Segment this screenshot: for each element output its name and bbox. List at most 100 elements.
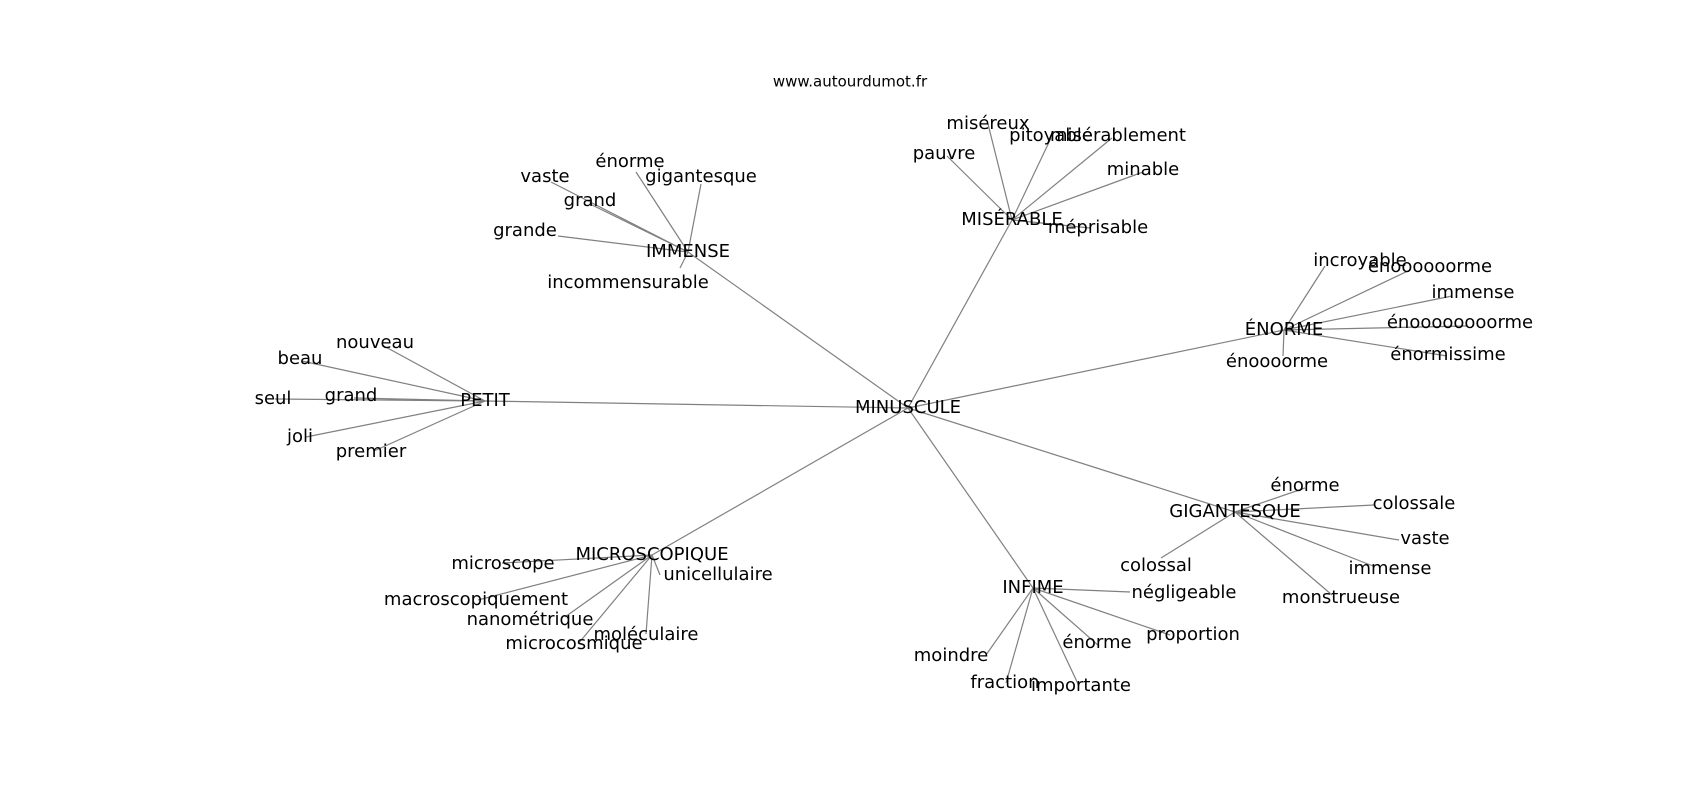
edge-minuscule-immense (687, 251, 909, 409)
edge-minuscule-gigantesque (907, 407, 1236, 513)
edge-miserable-pauvre (946, 155, 1013, 221)
edge-enorme-enormissime (1283, 329, 1448, 357)
edge-minuscule-infime (907, 407, 1034, 589)
edges-layer (274, 123, 1468, 687)
leaf-immense-incommensurable[interactable]: incommensurable (547, 272, 709, 293)
source-url[interactable]: www.autourdumot.fr (773, 73, 928, 91)
leaf-gigantesque-colossale[interactable]: colossale (1373, 493, 1456, 514)
leaf-miserable-pitoyable[interactable]: pitoyable (1009, 125, 1093, 146)
edge-gigantesque-monstrueuse (1234, 511, 1333, 596)
leaf-microscopique-macroscopiquement[interactable]: macroscopiquement (384, 589, 568, 610)
edge-infime-moindre (985, 587, 1034, 656)
leaf-miserable-minable[interactable]: minable (1107, 159, 1179, 180)
leaf-gigantesque-enorme[interactable]: énorme (1270, 475, 1339, 496)
leaf-petit-joli[interactable]: joli (286, 426, 313, 447)
edge-infime-negligeable (1032, 587, 1131, 593)
edge-minuscule-enorme (907, 329, 1285, 409)
edge-enorme-enoooooorme (1283, 269, 1411, 331)
leaf-infime-moindre[interactable]: moindre (914, 645, 988, 666)
edge-infime-importante (1032, 587, 1080, 687)
leaf-miserable-miserablement[interactable]: misérablement (1050, 125, 1186, 146)
edge-enorme-immense (1283, 295, 1453, 331)
edge-gigantesque-immense (1234, 511, 1374, 567)
edge-gigantesque-vaste (1234, 511, 1400, 541)
leaf-microscopique-moleculaire[interactable]: moléculaire (593, 624, 698, 645)
edge-infime-proportion (1032, 587, 1171, 636)
leaf-miserable-meprisable[interactable]: méprisable (1048, 217, 1148, 238)
leaf-petit-premier[interactable]: premier (336, 441, 407, 462)
leaf-microscopique-unicellulaire[interactable]: unicellulaire (663, 564, 772, 585)
edge-miserable-minable (1011, 171, 1144, 221)
edge-enorme-enoooooooorme (1283, 325, 1468, 331)
edge-enorme-enoooorme (1282, 329, 1285, 357)
edge-microscopique-nanometrique (564, 554, 653, 618)
leaf-enorme-immense[interactable]: immense (1431, 282, 1514, 303)
leaf-gigantesque-vaste[interactable]: vaste (1400, 528, 1449, 549)
leaf-infime-proportion[interactable]: proportion (1146, 624, 1240, 645)
edge-gigantesque-colossale (1234, 504, 1375, 513)
edge-microscopique-microcosmique (577, 554, 653, 645)
leaf-immense-grande[interactable]: grande (493, 220, 557, 241)
edge-immense-incommensurable (679, 251, 689, 269)
leaf-infime-enorme[interactable]: énorme (1062, 632, 1131, 653)
leaf-enorme-enoooooooorme[interactable]: énoooooooorme (1387, 312, 1533, 333)
edge-petit-seul (274, 398, 486, 402)
leaf-infime-fraction[interactable]: fraction (970, 672, 1039, 693)
edge-immense-grande (557, 235, 689, 253)
edge-miserable-pitoyable (1011, 137, 1052, 221)
node-immense[interactable]: IMMENSE (646, 241, 730, 262)
leaf-immense-grand[interactable]: grand (564, 190, 617, 211)
edge-miserable-miserablement (1011, 137, 1113, 221)
edge-petit-premier (373, 400, 486, 452)
node-center-minuscule[interactable]: MINUSCULE (855, 397, 961, 418)
leaf-miserable-pauvre[interactable]: pauvre (913, 143, 976, 164)
edge-minuscule-miserable (907, 219, 1013, 409)
edge-microscopique-moleculaire (645, 554, 653, 635)
edge-minuscule-microscopique (651, 407, 909, 556)
leaf-immense-gigantesque[interactable]: gigantesque (645, 166, 757, 187)
edge-enorme-incroyable (1283, 265, 1326, 331)
leaf-enorme-incroyable[interactable]: incroyable (1313, 250, 1407, 271)
edge-infime-enorme (1032, 587, 1100, 647)
leaf-gigantesque-colossal[interactable]: colossal (1120, 555, 1192, 576)
edge-miserable-misereux (987, 123, 1013, 221)
leaf-microscopique-microcosmique[interactable]: microcosmique (505, 633, 642, 654)
node-enorme[interactable]: ÉNORME (1245, 318, 1323, 340)
edge-petit-beau (301, 360, 486, 402)
leaf-enorme-enoooorme[interactable]: énoooorme (1226, 351, 1328, 372)
leaf-petit-grand[interactable]: grand (325, 385, 378, 406)
leaf-microscopique-microscope[interactable]: microscope (451, 553, 554, 574)
edge-microscopique-unicellulaire (651, 554, 661, 576)
leaf-enorme-enormissime[interactable]: énormissime (1390, 344, 1505, 365)
leaf-gigantesque-monstrueuse[interactable]: monstrueuse (1282, 587, 1400, 608)
edge-petit-nouveau (381, 344, 486, 402)
leaf-petit-beau[interactable]: beau (278, 348, 323, 369)
edge-microscopique-macroscopiquement (477, 554, 653, 601)
edge-gigantesque-enorme (1234, 487, 1306, 513)
leaf-petit-nouveau[interactable]: nouveau (336, 332, 414, 353)
node-gigantesque[interactable]: GIGANTESQUE (1169, 501, 1301, 522)
labels-layer: MINUSCULE IMMENSE énorme vaste gigantesque gr… (255, 113, 1534, 696)
edge-miserable-meprisable (1011, 219, 1091, 229)
node-infime[interactable]: INFIME (1002, 577, 1063, 598)
leaf-infime-negligeable[interactable]: négligeable (1132, 582, 1237, 603)
node-petit[interactable]: PETIT (460, 390, 511, 411)
edge-gigantesque-colossal (1160, 511, 1236, 559)
leaf-petit-seul[interactable]: seul (255, 388, 292, 409)
leaf-gigantesque-immense[interactable]: immense (1348, 558, 1431, 579)
node-microscopique[interactable]: MICROSCOPIQUE (575, 544, 728, 565)
edge-immense-grand (589, 203, 689, 253)
edge-microscopique-microscope (501, 554, 653, 564)
leaf-immense-vaste[interactable]: vaste (520, 166, 569, 187)
edge-petit-joli (305, 400, 486, 438)
leaf-miserable-misereux[interactable]: miséreux (946, 113, 1029, 134)
edge-minuscule-petit (484, 400, 909, 409)
node-miserable[interactable]: MISÉRABLE (961, 208, 1062, 230)
edge-immense-enorme (635, 171, 689, 253)
leaf-immense-enorme[interactable]: énorme (595, 151, 664, 172)
leaf-microscopique-nanometrique[interactable]: nanométrique (467, 609, 594, 630)
edge-infime-fraction (1005, 587, 1034, 684)
leaf-infime-importante[interactable]: importante (1031, 675, 1131, 696)
leaf-enorme-enoooooorme[interactable]: énoooooorme (1368, 256, 1492, 277)
